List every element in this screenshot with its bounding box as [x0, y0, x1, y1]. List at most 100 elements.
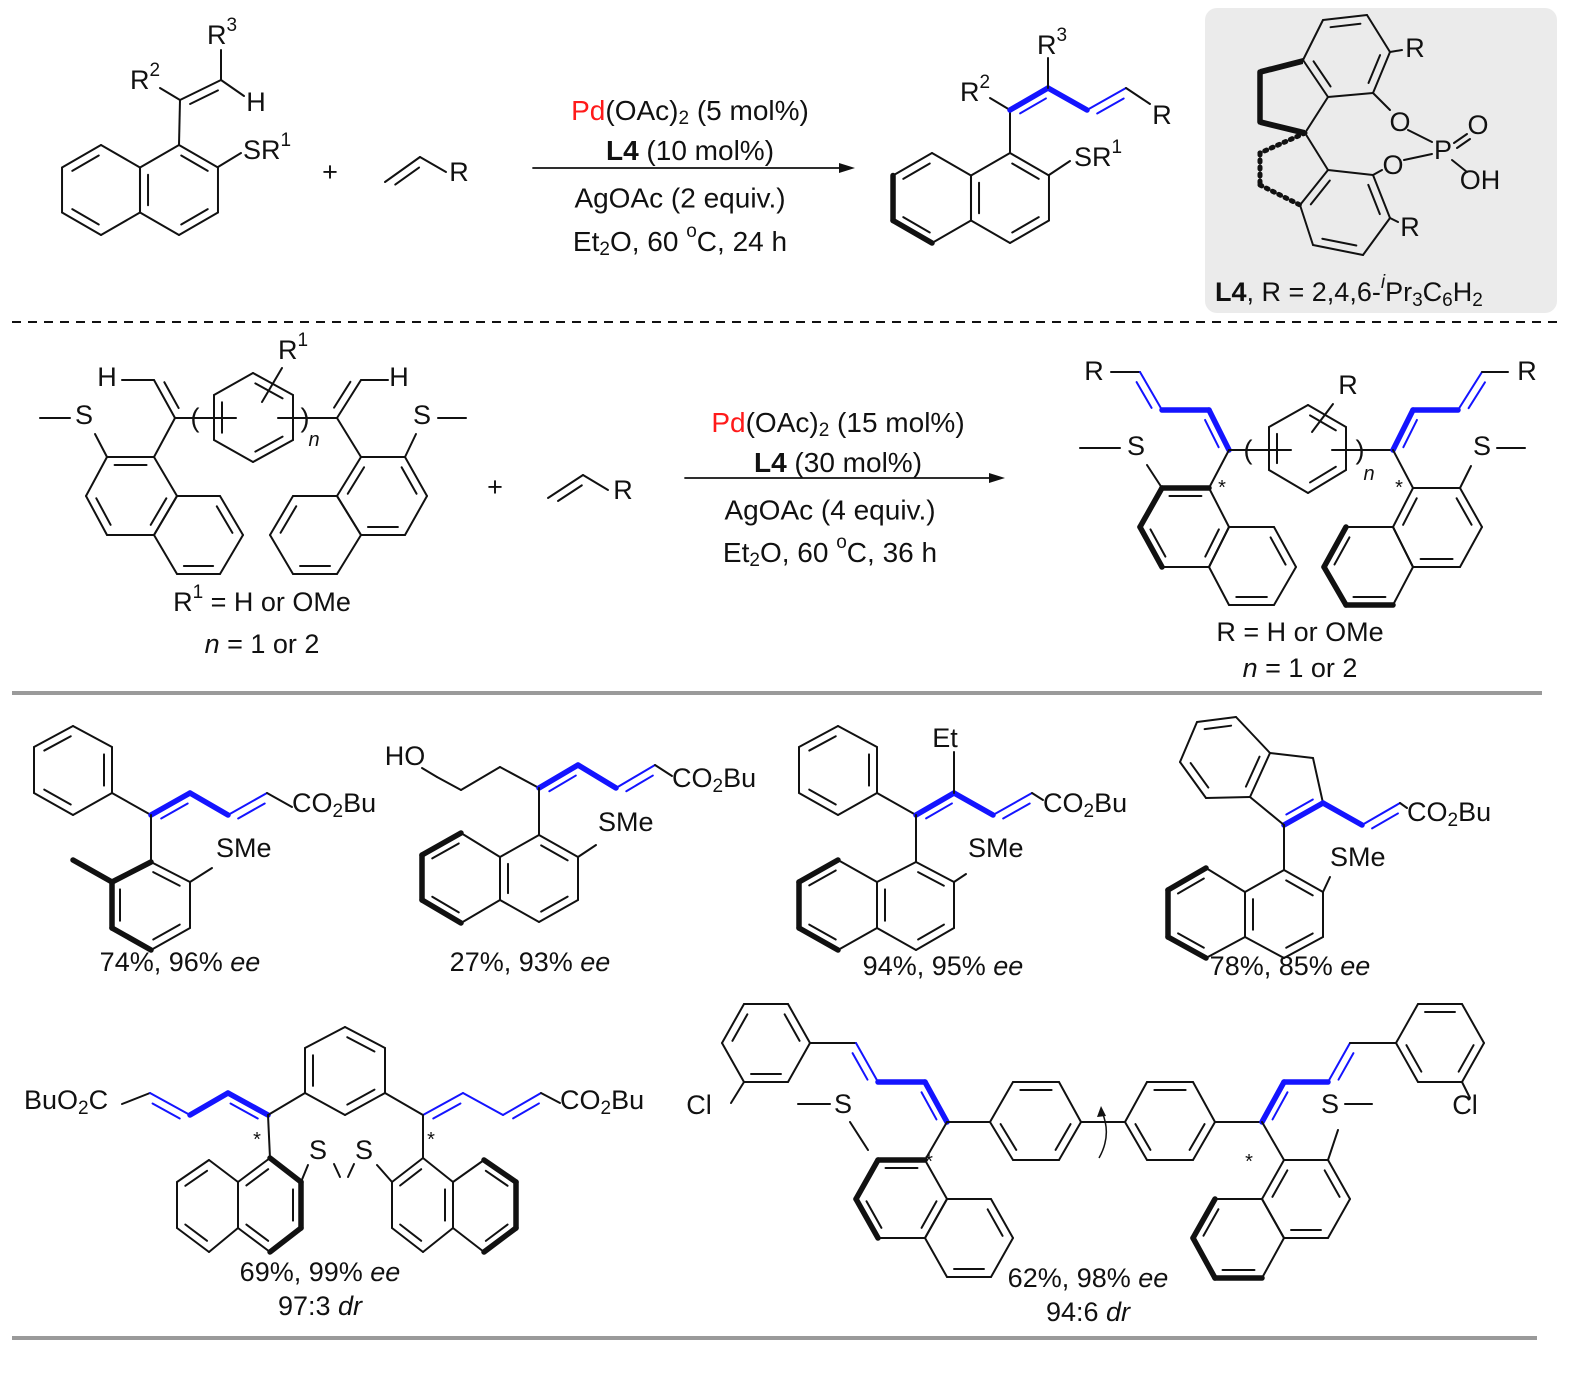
bond [267, 1155, 304, 1185]
bond [1269, 536, 1287, 566]
l4-oh: OH [1460, 165, 1501, 195]
bond [452, 1159, 485, 1183]
text-segment: (5 mol%) [689, 95, 809, 126]
bond [1190, 1235, 1218, 1281]
bond [1322, 14, 1368, 21]
bond [163, 381, 180, 410]
ex4-sme: SMe [1330, 842, 1386, 872]
bond [924, 1159, 948, 1200]
bond [1206, 407, 1232, 453]
l4-o2: O [1382, 150, 1403, 180]
bond [1261, 1237, 1285, 1279]
bond [336, 456, 362, 497]
bond [730, 1081, 745, 1104]
ex5-ester-left: BuO2C [24, 1085, 108, 1119]
bond [1299, 204, 1314, 246]
bond [1323, 1169, 1341, 1198]
stereocenter-star: * [925, 1151, 933, 1173]
bond [1312, 60, 1332, 88]
bond [72, 792, 113, 816]
text-segment: BuO [24, 1085, 78, 1115]
bond [152, 871, 181, 887]
bond [152, 923, 181, 941]
bond [304, 1026, 346, 1049]
ex2-ho: HO [385, 741, 426, 771]
bond [917, 871, 945, 887]
bond [153, 495, 178, 536]
bond [43, 788, 72, 806]
text-segment: 3 [226, 15, 237, 36]
bond [150, 927, 191, 951]
text-segment: O, 60 [610, 226, 686, 257]
ex3-sme: SMe [968, 833, 1024, 863]
bond [1208, 487, 1230, 528]
bond [484, 1223, 509, 1242]
bond [1337, 1052, 1355, 1081]
text-segment: ee [1138, 1263, 1168, 1293]
bond [1009, 152, 1050, 177]
bond [1134, 1123, 1152, 1151]
bond [419, 156, 447, 173]
h-label: H [246, 87, 266, 117]
bond [990, 1237, 1014, 1278]
text-segment: O, 60 [760, 537, 836, 568]
product2-s-left: S [1127, 431, 1145, 461]
bond [213, 439, 254, 463]
bond [1327, 1159, 1351, 1200]
bond [267, 1225, 304, 1255]
bond [344, 1026, 386, 1049]
bond [1309, 414, 1337, 432]
text-segment: 1 [193, 582, 204, 603]
bond [999, 1123, 1018, 1151]
bond [783, 1013, 801, 1042]
bond [346, 1088, 376, 1106]
bond [300, 1164, 309, 1183]
ligand-text-2: L4 (30 mol%) [754, 447, 922, 478]
text-segment: (30 mol%) [787, 447, 922, 478]
bond [499, 834, 540, 858]
text-segment: CO [560, 1085, 601, 1115]
stereocenter-star: * [427, 1129, 435, 1151]
bond [94, 433, 108, 458]
bond [1367, 183, 1381, 216]
substrate-paren-close: ) [301, 403, 310, 433]
bond [109, 859, 154, 885]
bond [499, 899, 540, 923]
bond [176, 1159, 210, 1183]
bond [266, 792, 293, 808]
text-segment: 2 [749, 550, 760, 571]
bond [1196, 716, 1237, 723]
bond [422, 1227, 454, 1253]
text-segment: R [1037, 30, 1057, 60]
ex3-result: 94%, 95% ee [863, 951, 1024, 981]
l4-r-top: R [1405, 33, 1425, 63]
product2-r-ring: R [1338, 370, 1358, 400]
bond [1189, 762, 1210, 789]
bond [808, 869, 837, 887]
text-segment: (15 mol%) [829, 407, 964, 438]
bond [399, 1168, 423, 1187]
text-segment: i [1381, 272, 1386, 293]
bond [1019, 97, 1047, 115]
bond [43, 735, 72, 752]
bond [920, 1091, 938, 1121]
bond [540, 1092, 561, 1104]
substrate-r1: R1 [278, 330, 308, 366]
bond [1327, 92, 1374, 98]
bond [1249, 796, 1285, 826]
bond [178, 211, 219, 236]
bond [227, 792, 268, 816]
bond [989, 1081, 1014, 1123]
bond [184, 1169, 209, 1187]
bond [261, 367, 283, 403]
plus-sign-2: + [487, 472, 503, 502]
bond [180, 154, 209, 172]
bond [1269, 752, 1314, 759]
bond [1283, 869, 1324, 893]
bond [986, 1208, 1004, 1237]
bond [1208, 449, 1230, 489]
text-segment: = 1 or 2 [1258, 653, 1358, 683]
bond [225, 1090, 271, 1118]
bond [1455, 497, 1473, 526]
